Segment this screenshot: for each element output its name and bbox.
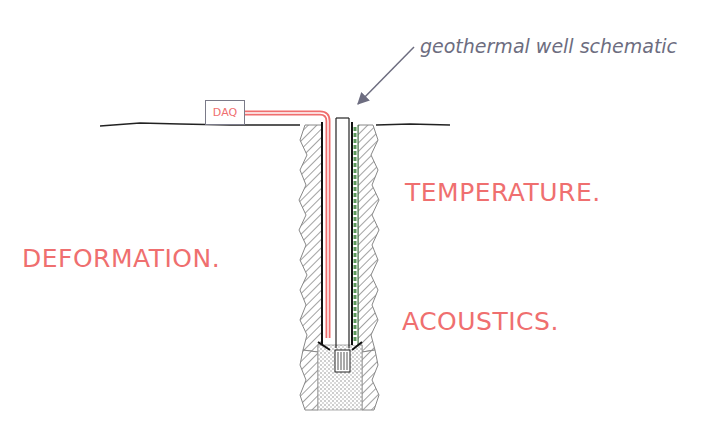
measurement-label: TEMPERATURE.	[405, 178, 601, 207]
daq-box: DAQ	[205, 100, 245, 125]
inner-pipe	[348, 118, 349, 348]
tool-stripe	[344, 352, 345, 370]
rock-formation	[362, 350, 379, 410]
measurement-label: DEFORMATION.	[22, 244, 220, 273]
fiber-cable	[245, 113, 328, 338]
inner-pipe	[335, 118, 336, 348]
cement-plug	[318, 345, 362, 410]
downhole-tool	[335, 350, 350, 372]
downhole-tool	[338, 352, 347, 370]
casing-shoe	[318, 342, 362, 350]
fiber-cable	[245, 113, 328, 338]
rock-formation	[300, 350, 318, 410]
rock-formation	[358, 125, 379, 352]
tool-stripe	[341, 352, 342, 370]
leader-arrow	[358, 47, 414, 104]
inner-pipe	[336, 117, 349, 118]
title-label: geothermal well schematic	[420, 35, 677, 57]
tool-stripe	[338, 352, 339, 370]
measurement-label: ACOUSTICS.	[402, 307, 559, 336]
ground-line	[100, 123, 450, 126]
casing-wall	[351, 122, 353, 345]
node-label: DAQ	[213, 106, 237, 119]
casing-wall	[321, 122, 323, 345]
cement-sheath	[354, 127, 357, 343]
cement-sheath	[358, 125, 359, 345]
tool-stripe	[347, 352, 348, 370]
rock-formation	[299, 125, 322, 352]
